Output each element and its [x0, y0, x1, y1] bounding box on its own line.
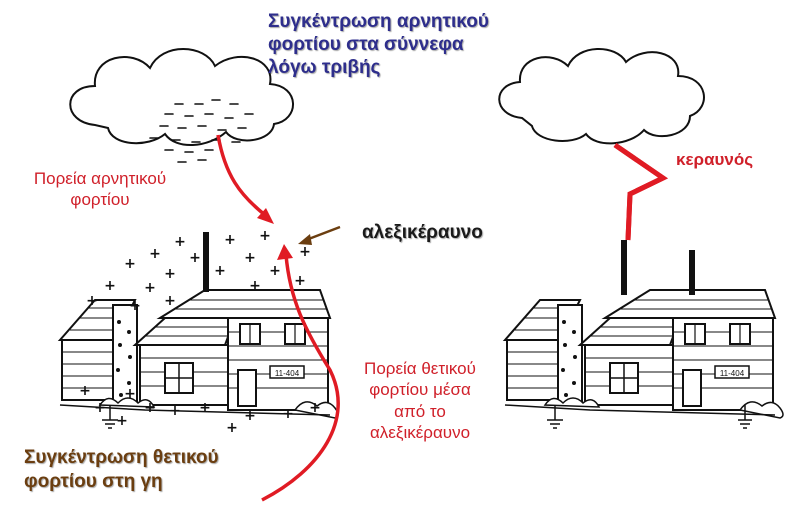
svg-text:+: +	[124, 256, 136, 272]
positive-path-line-3: από το	[394, 401, 446, 421]
cloud-charge-line-2: φορτίου στα σύννεφα	[268, 33, 464, 55]
svg-text:+: +	[79, 383, 91, 399]
svg-text:+: +	[299, 244, 311, 260]
rod-pointer-line	[305, 225, 341, 242]
svg-text:+: +	[86, 293, 98, 309]
svg-text:+: +	[174, 234, 186, 250]
negative-path-label: Πορεία αρνητικού φορτίου	[6, 168, 194, 211]
lightning-rod-label: αλεξικέραυνο	[362, 222, 483, 243]
svg-text:+: +	[282, 406, 294, 422]
svg-text:+: +	[149, 246, 161, 262]
right-antenna-left	[621, 240, 627, 295]
svg-text:+: +	[259, 228, 271, 244]
svg-text:+: +	[94, 400, 106, 416]
positive-path-label: Πορεία θετικού φορτίου μέσα από το αλεξι…	[345, 358, 495, 443]
svg-text:+: +	[104, 278, 116, 294]
left-house: 11-404	[59, 289, 339, 429]
right-cloud	[498, 48, 705, 145]
negative-charge-path	[216, 134, 267, 217]
ground-charge-label: Συγκέντρωση θετικού φορτίου στη γη	[24, 446, 219, 494]
svg-text:+: +	[294, 273, 306, 289]
svg-text:+: +	[144, 400, 156, 416]
negative-charges	[149, 99, 254, 163]
svg-text:+: +	[116, 413, 128, 429]
cloud-charge-label: Συγκέντρωση αρνητικού φορτίου στα σύννεφ…	[268, 11, 489, 79]
negative-path-line-1: Πορεία αρνητικού	[33, 169, 167, 188]
svg-text:+: +	[129, 298, 141, 314]
positive-path-line-4: αλεξικέραυνο	[369, 422, 471, 442]
lightning-label: κεραυνός	[676, 150, 754, 169]
ground-charge-line-1: Συγκέντρωση θετικού	[24, 447, 219, 468]
house-plate-left: 11-404	[275, 369, 300, 378]
svg-text:+: +	[269, 263, 281, 279]
svg-text:+: +	[169, 403, 181, 419]
positive-path-line-2: φορτίου μέσα	[369, 380, 471, 400]
svg-text:+: +	[164, 293, 176, 309]
positive-charges: +++ ++++ ++++ ++++ +++ ++++ ++++ +++	[79, 228, 321, 436]
positive-path-line-1: Πορεία θετικού	[364, 359, 476, 378]
right-antenna-right	[689, 250, 695, 295]
svg-text:+: +	[224, 232, 236, 248]
house-plate-right: 11-404	[720, 369, 745, 378]
cloud-charge-line-3: λόγω τριβής	[268, 56, 381, 78]
svg-text:+: +	[244, 408, 256, 424]
svg-text:+: +	[189, 250, 201, 266]
svg-text:+: +	[199, 400, 211, 416]
negative-path-arrowhead	[257, 208, 274, 224]
svg-text:+: +	[249, 278, 261, 294]
svg-text:+: +	[226, 420, 238, 436]
svg-text:+: +	[164, 266, 176, 282]
right-house: 11-404	[504, 289, 784, 429]
cloud-charge-line-1: Συγκέντρωση αρνητικού	[268, 11, 489, 32]
lightning-bolt-outline	[613, 142, 668, 241]
rod-pointer-arrowhead	[298, 234, 312, 245]
right-ground-symbol	[738, 405, 752, 429]
lightning-rod	[203, 232, 209, 292]
svg-text:+: +	[309, 400, 321, 416]
svg-text:+: +	[124, 386, 136, 402]
svg-text:+: +	[144, 280, 156, 296]
svg-text:+: +	[214, 263, 226, 279]
positive-charge-path	[261, 254, 340, 502]
negative-path-line-2: φορτίου	[70, 190, 130, 210]
left-cloud	[69, 48, 294, 147]
svg-text:+: +	[244, 250, 256, 266]
ground-charge-line-2: φορτίου στη γη	[24, 470, 163, 492]
positive-path-arrowhead	[277, 244, 293, 260]
